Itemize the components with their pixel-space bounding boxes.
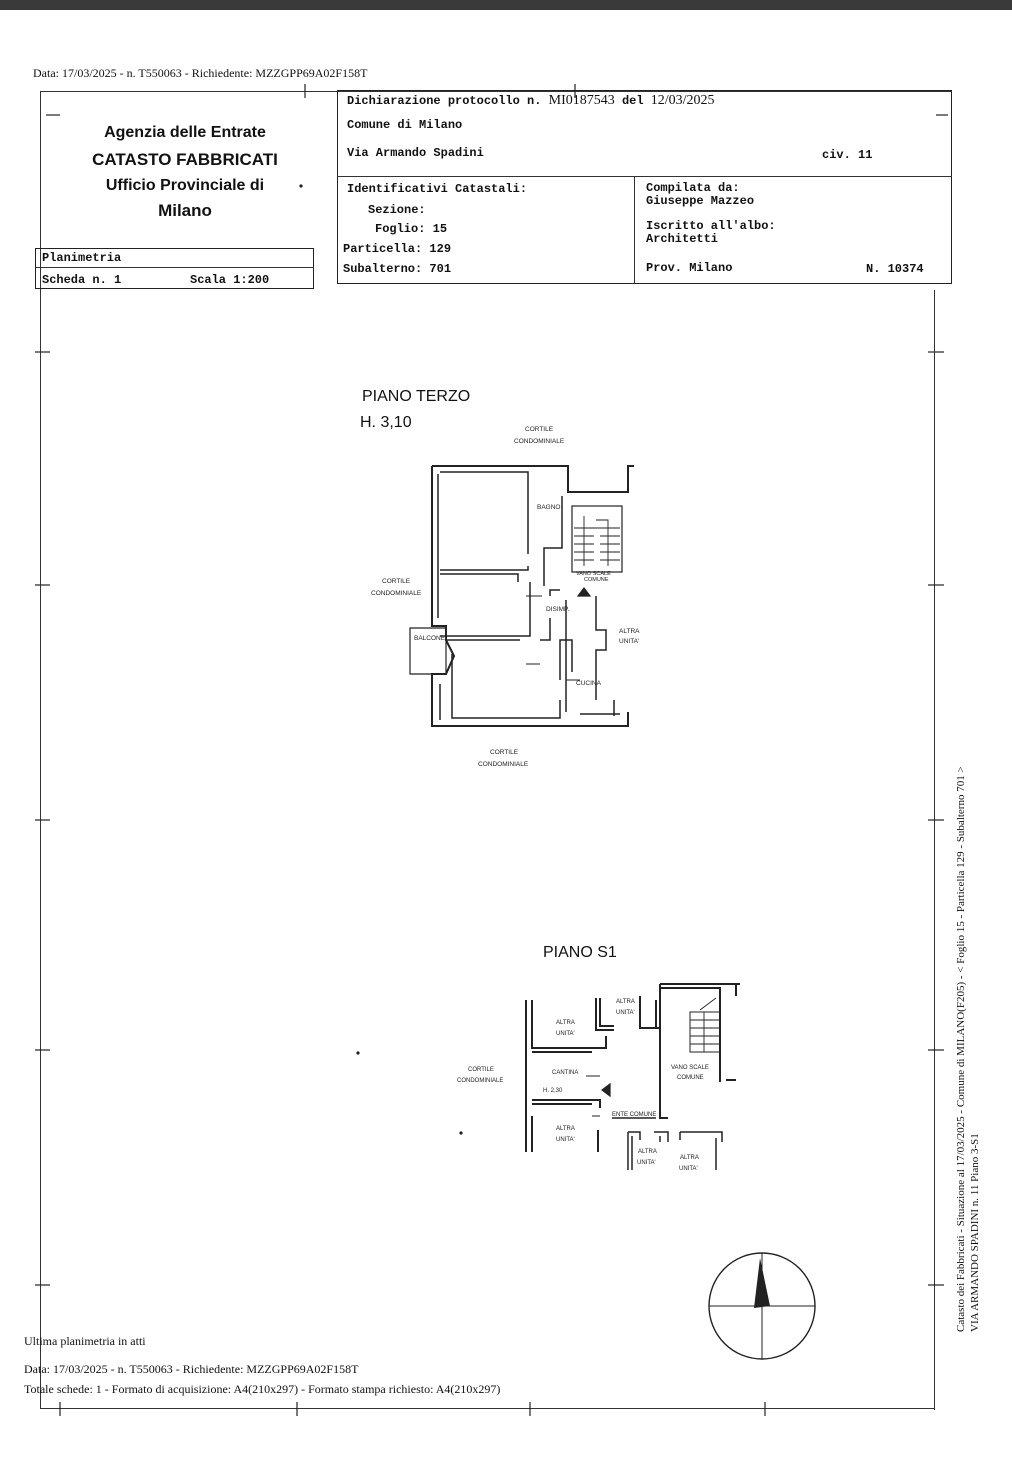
- piano-s1-plan: [525, 983, 740, 1170]
- frame-left: [40, 91, 41, 1409]
- albo-number: N. 10374: [866, 262, 924, 276]
- scala-label: Scala 1:200: [190, 273, 270, 287]
- s1-label-altra-d1: ALTRA: [638, 1149, 657, 1155]
- s1-label-altra-a2: UNITA': [616, 1010, 635, 1016]
- protocol-box: [337, 90, 952, 284]
- ufficio-city: Milano: [158, 201, 212, 220]
- particella-label: Particella:: [343, 242, 423, 256]
- particella-value: 129: [429, 242, 452, 256]
- via-label: Via Armando Spadini: [347, 146, 484, 160]
- s1-label-cantina-h: H. 2,30: [543, 1088, 563, 1094]
- label-balcone: BALCONE: [414, 635, 446, 642]
- frame-bottom: [40, 1408, 934, 1409]
- albo-value: Architetti: [646, 232, 719, 246]
- iscritto-label: Iscritto all'albo:: [646, 219, 776, 233]
- foglio-row: Foglio: 15: [375, 222, 447, 236]
- comune-label: Comune di Milano: [347, 118, 463, 132]
- subalterno-label: Subalterno:: [343, 262, 423, 276]
- frame-right: [934, 290, 935, 1410]
- label-cortile-top-2: CONDOMINIALE: [514, 438, 565, 445]
- label-vano-scale-1: VANO SCALE: [576, 571, 611, 577]
- albo-block: Iscritto all'albo: Architetti: [646, 220, 776, 246]
- s1-label-altra-b2: UNITA': [556, 1031, 575, 1037]
- s1-label-altra-e2: UNITA': [679, 1166, 698, 1172]
- agency-name: Agenzia delle Entrate: [104, 124, 266, 141]
- piano-terzo-title: PIANO TERZO: [362, 388, 471, 405]
- protocol-date: 12/03/2025: [650, 93, 715, 108]
- label-cucina: CUCINA: [576, 680, 602, 687]
- subalterno-value: 701: [429, 262, 452, 276]
- side-situazione-text: Catasto dei Fabbricati - Situazione al 1…: [955, 766, 967, 1332]
- catasto-title: CATASTO FABBRICATI: [92, 150, 278, 169]
- sezione-label: Sezione:: [368, 203, 426, 217]
- stray-mark: [459, 1131, 463, 1135]
- s1-label-altra-d2: UNITA': [637, 1160, 656, 1166]
- footer-totale: Totale schede: 1 - Formato di acquisizio…: [24, 1382, 501, 1396]
- label-cortile-left-2: CONDOMINIALE: [371, 590, 422, 597]
- label-bagno: BAGNO: [537, 504, 560, 511]
- label-disimp: DISIMP.: [546, 606, 570, 613]
- s1-label-vano-1: VANO SCALE: [671, 1065, 709, 1071]
- foglio-value: 15: [432, 222, 448, 236]
- compilata-label: Compilata da:: [646, 181, 740, 195]
- frame-top: [40, 91, 952, 92]
- header-request-line: Data: 17/03/2025 - n. T550063 - Richiede…: [33, 66, 368, 80]
- compilata-block: Compilata da: Giuseppe Mazzeo: [646, 182, 754, 208]
- label-altra-2: UNITA': [619, 638, 639, 645]
- protocol-label: Dichiarazione protocollo n.: [347, 94, 542, 108]
- compass-rose: [708, 1252, 816, 1360]
- protocol-del: del: [621, 94, 644, 108]
- label-altra-1: ALTRA: [619, 628, 640, 635]
- s1-label-altra-c2: UNITA': [556, 1137, 575, 1143]
- piano-s1-title: PIANO S1: [543, 944, 617, 961]
- stray-mark: [299, 184, 303, 188]
- s1-label-altra-a1: ALTRA: [616, 999, 635, 1005]
- s1-label-cortile-1: CORTILE: [468, 1067, 494, 1073]
- label-vano-scale-2: COMUNE: [584, 577, 609, 583]
- footer-ultima: Ultima planimetria in atti: [24, 1334, 146, 1348]
- protocol-vdivider: [634, 176, 635, 284]
- particella-row: Particella: 129: [343, 242, 451, 256]
- prov-label: Prov. Milano: [646, 261, 733, 275]
- viewer-top-bar: [0, 0, 1012, 10]
- s1-label-altra-c1: ALTRA: [556, 1126, 575, 1132]
- footer-data: Data: 17/03/2025 - n. T550063 - Richiede…: [24, 1362, 359, 1376]
- label-cortile-left-1: CORTILE: [382, 578, 411, 585]
- identificativi-title: Identificativi Catastali:: [347, 182, 528, 196]
- protocol-line: Dichiarazione protocollo n. MI0187543 de…: [347, 93, 715, 109]
- foglio-label: Foglio:: [375, 222, 426, 236]
- scheda-divider: [35, 267, 314, 268]
- s1-label-ente-comune: ENTE COMUNE: [612, 1112, 656, 1118]
- piano-terzo-height: H. 3,10: [360, 414, 412, 431]
- stray-mark: [356, 1051, 360, 1055]
- s1-label-cantina: CANTINA: [552, 1070, 578, 1076]
- agency-block: Agenzia delle Entrate CATASTO FABBRICATI…: [60, 120, 310, 224]
- s1-label-altra-b1: ALTRA: [556, 1020, 575, 1026]
- protocol-divider: [337, 176, 952, 177]
- label-cortile-top-1: CORTILE: [525, 426, 554, 433]
- scheda-number: Scheda n. 1: [42, 273, 122, 287]
- subalterno-row: Subalterno: 701: [343, 262, 451, 276]
- label-cortile-bottom-1: CORTILE: [490, 749, 519, 756]
- label-cortile-bottom-2: CONDOMINIALE: [478, 761, 529, 768]
- piano-terzo-plan: [409, 465, 634, 727]
- civ-label: civ. 11: [822, 148, 873, 162]
- s1-label-vano-2: COMUNE: [677, 1075, 704, 1081]
- s1-label-altra-e1: ALTRA: [680, 1155, 699, 1161]
- scheda-box: [35, 248, 314, 289]
- protocol-number: MI0187543: [548, 93, 615, 108]
- side-address-text: VIA ARMANDO SPADINI n. 11 Piano 3-S1: [969, 1133, 981, 1332]
- compilata-name: Giuseppe Mazzeo: [646, 194, 755, 208]
- s1-label-cortile-2: CONDOMINIALE: [457, 1078, 503, 1084]
- planimetria-label: Planimetria: [42, 251, 122, 265]
- ufficio-label: Ufficio Provinciale di: [105, 177, 265, 194]
